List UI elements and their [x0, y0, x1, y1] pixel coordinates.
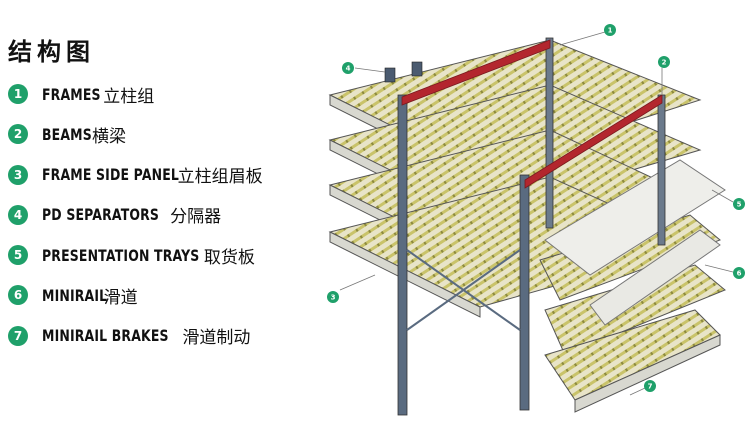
red-beam [524, 94, 663, 189]
legend-chinese-label: 立柱组眉板 [177, 167, 263, 188]
callout-leader [559, 31, 606, 46]
legend-english-label: BEAMS [42, 124, 92, 144]
legend-number-badge: 1 [8, 84, 28, 104]
rack-shelves [328, 39, 726, 413]
legend-number-badge: 7 [8, 325, 28, 346]
pd-separator [411, 61, 423, 77]
legend-english-label: FRAME SIDE PANEL [42, 165, 180, 185]
legend-item-presentation-trays: 5 PRESENTATION TRAYS 取货板 [8, 243, 338, 268]
callout-leader [711, 189, 734, 203]
frame-upright [519, 174, 530, 411]
callout-leader [339, 274, 376, 291]
callout-badges: 1 2 3 4 5 6 7 [327, 24, 745, 392]
legend-item-frame-side-panel: 3 FRAME SIDE PANEL 立柱组眉板 [8, 163, 338, 187]
callout-number: 6 [737, 270, 742, 278]
rack-beams [401, 39, 663, 189]
callout-number: 2 [662, 59, 667, 67]
callout-number: 5 [737, 201, 742, 209]
callout-badge: 6 [733, 267, 745, 279]
legend-number-badge: 6 [8, 285, 28, 306]
presentation-trays [544, 159, 726, 326]
callout-leader [704, 264, 734, 273]
legend-english-label: PRESENTATION TRAYS [42, 245, 200, 265]
callout-badge: 7 [644, 380, 656, 392]
callout-number: 1 [608, 27, 613, 35]
diagram-title: 结构图 [8, 38, 95, 66]
callout-badge: 3 [327, 291, 339, 303]
callout-number: 4 [346, 65, 351, 73]
callout-number: 7 [648, 383, 653, 391]
frame-upright [657, 94, 666, 246]
presentation-tray [544, 159, 726, 276]
legend-item-minirail: 6 MINIRAIL 滑道 [8, 283, 338, 308]
callout-leader [354, 67, 386, 73]
legend-chinese-label: 横梁 [91, 126, 126, 147]
rack-shelf-edge [574, 334, 721, 413]
rack-frames [397, 37, 666, 416]
callout-badge: 2 [658, 56, 670, 68]
legend-number-badge: 4 [8, 204, 28, 225]
frame-upright [545, 37, 554, 229]
legend-item-beams: 2 BEAMS 横梁 [8, 122, 338, 147]
legend-english-label: PD SEPARATORS [42, 205, 160, 225]
red-beam [401, 39, 551, 106]
pd-separator [384, 67, 396, 83]
callout-badge: 4 [342, 62, 354, 74]
legend-english-label: FRAMES [42, 84, 101, 104]
pd-separators [384, 61, 423, 83]
callout-leader [629, 387, 646, 396]
callout-leaders [339, 31, 734, 396]
legend-chinese-label: 滑道 [103, 287, 138, 308]
presentation-tray [589, 229, 721, 326]
legend-number-badge: 2 [8, 124, 28, 145]
callout-number: 3 [331, 294, 336, 302]
callout-badge: 1 [604, 24, 616, 36]
legend-item-minirail-brakes: 7 MINIRAIL BRAKES 滑道制动 [8, 324, 338, 348]
legend-english-label: MINIRAIL BRAKES [42, 326, 169, 346]
legend-chinese-label: 立柱组 [103, 86, 155, 107]
legend-number-badge: 3 [8, 164, 28, 185]
legend-chinese-label: 取货板 [203, 247, 255, 268]
frame-upright [397, 94, 408, 416]
legend-chinese-label: 分隔器 [170, 207, 222, 228]
legend-item-frames: 1 FRAMES 立柱组 [8, 82, 338, 107]
frame-brace [406, 249, 521, 331]
legend-english-label: MINIRAIL [42, 285, 108, 305]
callout-badge: 5 [733, 198, 745, 210]
legend-number-badge: 5 [8, 245, 28, 266]
legend-chinese-label: 滑道制动 [182, 328, 251, 349]
component-legend: 1 FRAMES 立柱组 2 BEAMS 横梁 3 FRAME SIDE PAN… [8, 82, 338, 364]
legend-item-pd-separators: 4 PD SEPARATORS 分隔器 [8, 203, 338, 227]
